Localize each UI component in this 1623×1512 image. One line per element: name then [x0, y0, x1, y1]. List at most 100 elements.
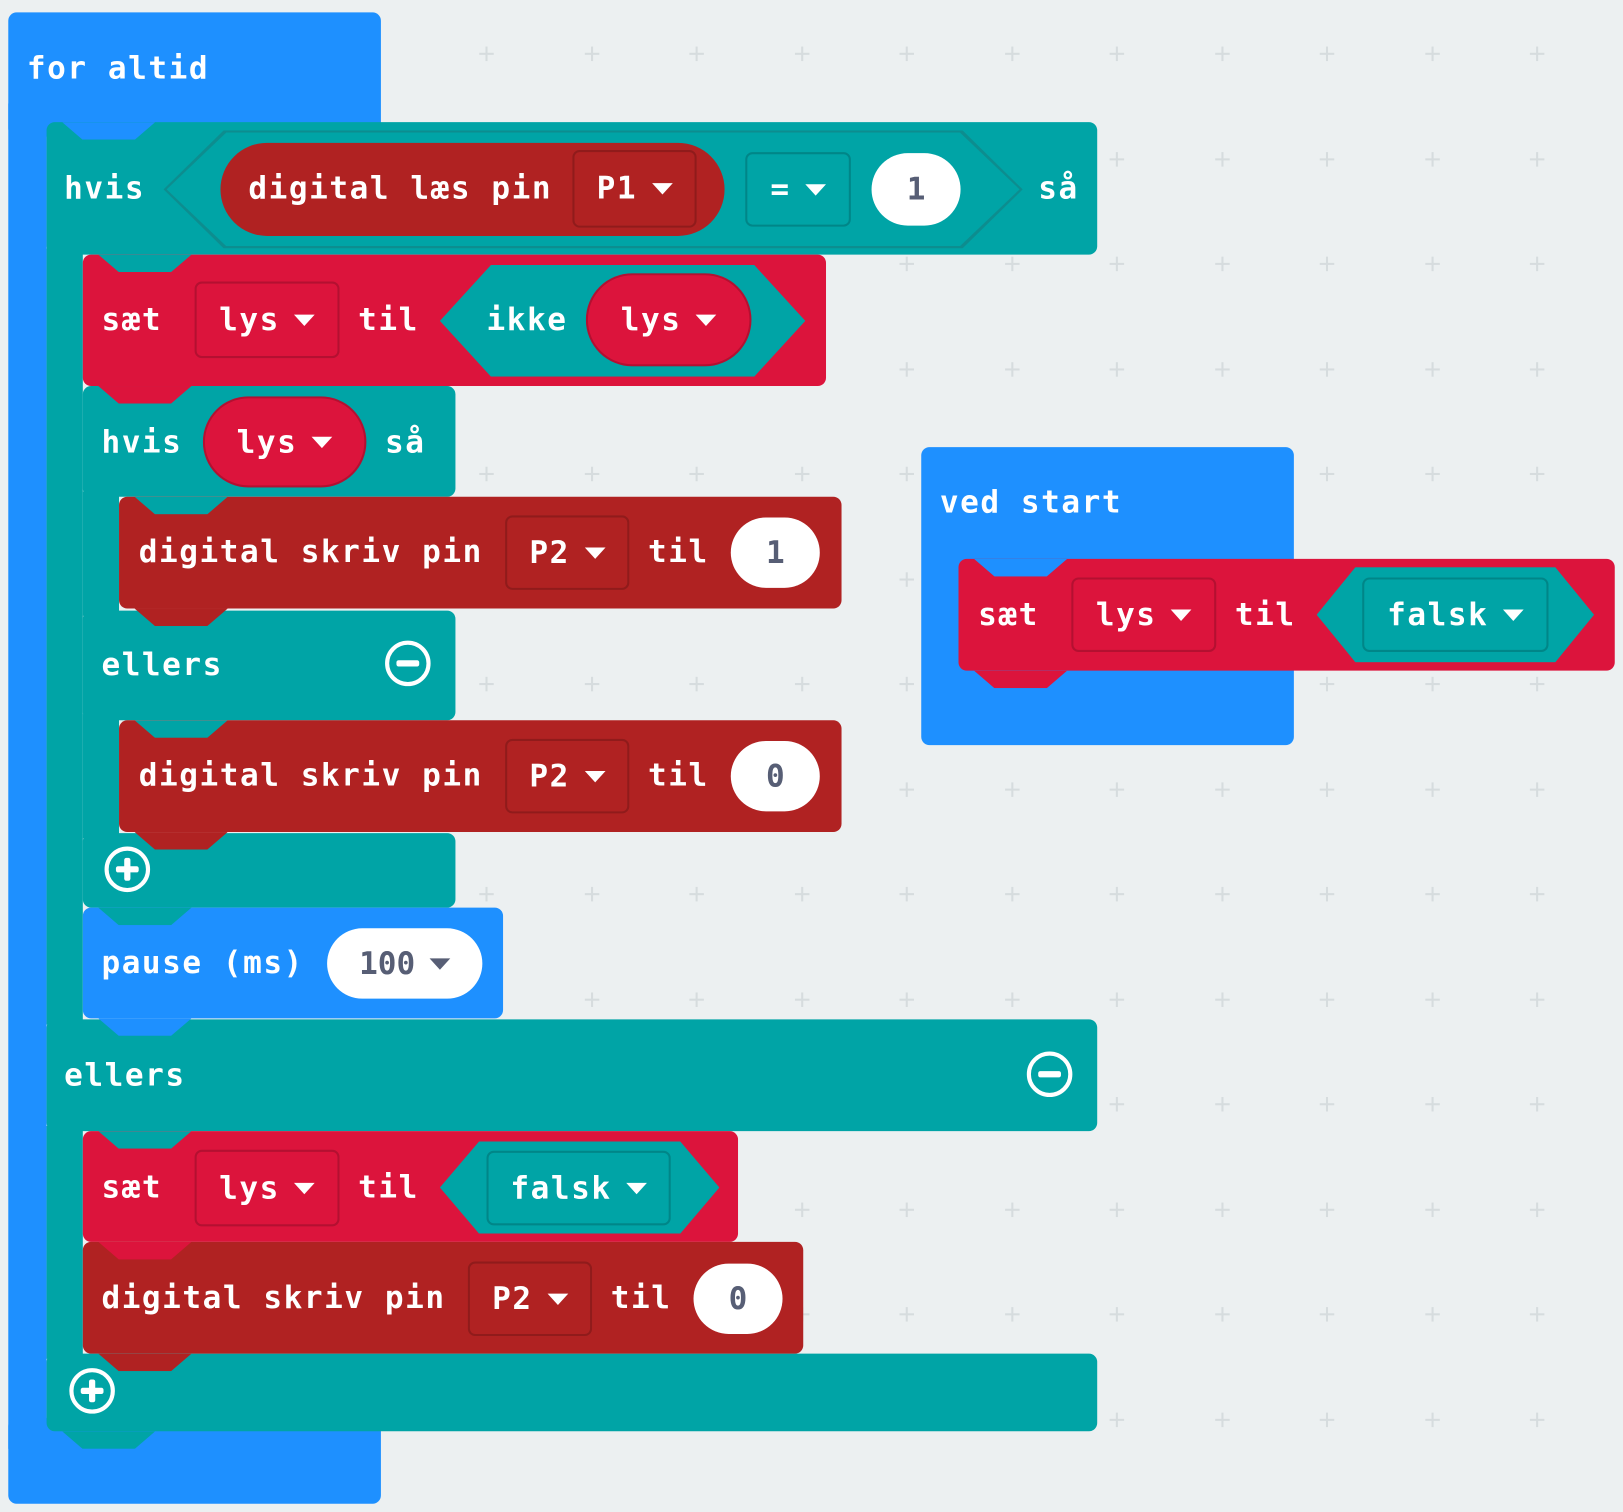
- set-label: sæt: [978, 597, 1039, 634]
- if-arm: [46, 248, 83, 1025]
- dropdown-arrow-icon: [311, 436, 333, 448]
- boolean-value: falsk: [1387, 596, 1489, 633]
- grid-cross: [1319, 1307, 1335, 1322]
- grid-cross: [1529, 886, 1545, 902]
- operator-value: =: [770, 171, 791, 208]
- grid-cross: [1424, 151, 1440, 167]
- grid-cross: [1319, 1412, 1335, 1427]
- pin-value: P2: [529, 758, 570, 795]
- grid-cross: [1109, 256, 1125, 272]
- inner-else-label: ellers: [101, 646, 223, 684]
- pin-dropdown[interactable]: P2: [505, 738, 630, 814]
- dropdown-arrow-icon: [805, 183, 826, 196]
- grid-cross: [899, 571, 914, 587]
- notch: [98, 907, 192, 926]
- grid-cross: [479, 886, 494, 902]
- pin-dropdown[interactable]: P2: [467, 1261, 593, 1337]
- variable-name: lys: [620, 301, 682, 338]
- pin-dropdown[interactable]: P2: [505, 515, 630, 590]
- set-label: sæt: [101, 302, 163, 339]
- value-input[interactable]: 0: [693, 1263, 783, 1334]
- grid-cross: [1529, 991, 1545, 1007]
- to-label: til: [647, 534, 709, 571]
- grid-cross: [1424, 256, 1440, 272]
- grid-cross: [899, 1307, 914, 1322]
- tab: [62, 1431, 156, 1449]
- grid-cross: [1424, 886, 1440, 902]
- remove-else-icon[interactable]: [1026, 1051, 1073, 1097]
- value-input[interactable]: 1: [730, 517, 820, 588]
- variable-dropdown[interactable]: lys: [194, 281, 340, 359]
- grid-cross: [1319, 676, 1335, 692]
- grid-cross: [1004, 256, 1020, 272]
- grid-cross: [1529, 466, 1545, 482]
- dropdown-arrow-icon: [1171, 609, 1192, 621]
- if-footer: [46, 1353, 1098, 1432]
- grid-cross: [899, 676, 914, 692]
- grid-cross: [1214, 151, 1230, 167]
- variable-dropdown[interactable]: lys: [194, 1149, 340, 1227]
- variable-dropdown[interactable]: lys: [1071, 577, 1217, 652]
- boolean-dropdown[interactable]: falsk: [1362, 577, 1549, 652]
- grid-cross: [1214, 46, 1230, 62]
- grid-cross: [1319, 886, 1335, 902]
- add-else-if-icon[interactable]: [104, 846, 151, 893]
- boolean-dropdown[interactable]: falsk: [486, 1150, 671, 1226]
- grid-cross: [1004, 991, 1020, 1007]
- dropdown-arrow-icon: [294, 1182, 316, 1194]
- grid-cross: [1109, 781, 1125, 797]
- variable-reporter[interactable]: lys: [202, 396, 367, 488]
- digital-write-body[interactable]: [119, 720, 842, 833]
- else-bar[interactable]: [46, 1019, 1098, 1132]
- variable-name: lys: [219, 1169, 280, 1207]
- digital-write-body[interactable]: [82, 1241, 804, 1354]
- grid-cross: [1214, 991, 1230, 1007]
- variable-reporter[interactable]: lys: [585, 273, 752, 367]
- pin-value: P1: [596, 170, 638, 207]
- dropdown-arrow-icon: [429, 957, 451, 970]
- forever-header[interactable]: [8, 12, 381, 137]
- grid-cross: [899, 466, 914, 482]
- grid-cross: [1424, 676, 1440, 692]
- grid-cross: [584, 466, 599, 482]
- digital-write-body[interactable]: [119, 496, 842, 609]
- grid-cross: [1529, 46, 1545, 62]
- grid-cross: [899, 1202, 914, 1217]
- add-else-if-icon[interactable]: [69, 1368, 115, 1414]
- grid-cross: [1319, 256, 1335, 272]
- remove-else-icon[interactable]: [385, 640, 431, 687]
- digital-write-label: digital skriv pin: [101, 1280, 446, 1317]
- pause-duration-dropdown[interactable]: 100: [327, 928, 483, 999]
- grid-cross: [1109, 1412, 1125, 1427]
- inner-if-label: hvis: [101, 424, 183, 461]
- grid-cross: [689, 991, 704, 1007]
- grid-cross: [1004, 1307, 1020, 1322]
- grid-cross: [1424, 1307, 1440, 1322]
- value-input[interactable]: 0: [730, 740, 820, 812]
- grid-cross: [1319, 466, 1335, 482]
- grid-cross: [1214, 886, 1230, 902]
- grid-cross: [899, 781, 914, 797]
- pin-value: P2: [529, 534, 570, 571]
- grid-cross: [1004, 886, 1020, 902]
- to-label: til: [358, 302, 419, 339]
- pin-dropdown[interactable]: P1: [572, 150, 697, 228]
- dropdown-arrow-icon: [651, 183, 673, 195]
- grid-cross: [689, 46, 704, 62]
- compare-value-input[interactable]: 1: [871, 153, 961, 226]
- value: 1: [765, 534, 785, 571]
- grid-cross: [584, 991, 599, 1007]
- notch: [134, 720, 228, 738]
- grid-cross: [794, 676, 809, 692]
- grid-cross: [1109, 991, 1125, 1007]
- to-label: til: [1234, 597, 1296, 634]
- operator-dropdown[interactable]: =: [745, 152, 851, 227]
- digital-write-label: digital skriv pin: [138, 534, 483, 571]
- grid-cross: [899, 256, 914, 272]
- dropdown-arrow-icon: [584, 546, 606, 559]
- grid-cross: [689, 886, 704, 902]
- dropdown-arrow-icon: [584, 770, 606, 782]
- grid-cross: [899, 991, 914, 1007]
- grid-cross: [1424, 991, 1440, 1007]
